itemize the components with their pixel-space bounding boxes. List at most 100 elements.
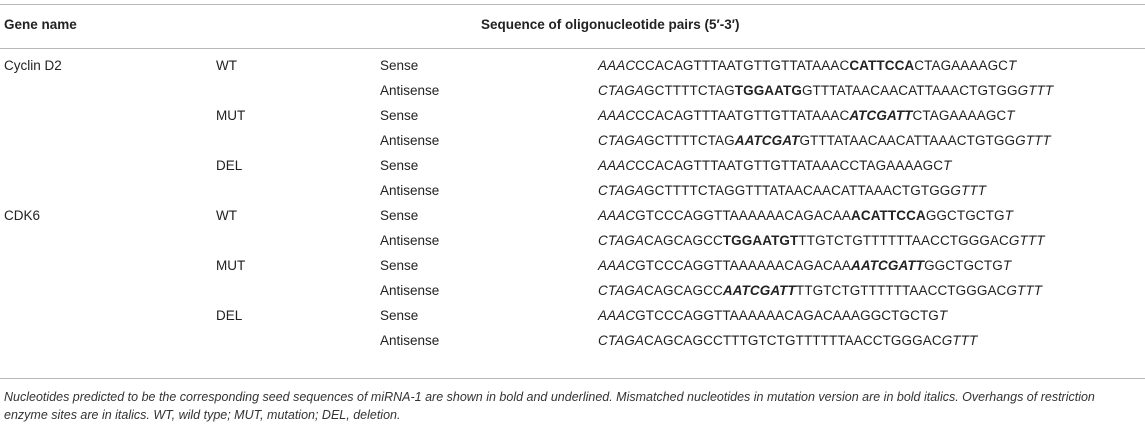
sequence-segment: GTTT (941, 333, 978, 348)
table-bottom-rule (0, 378, 1145, 379)
strand-cell: Sense (380, 208, 419, 223)
variant-cell: WT (216, 58, 237, 73)
variant-cell: DEL (216, 158, 243, 173)
gene-name-cell: CDK6 (4, 208, 41, 223)
strand-cell: Antisense (380, 233, 440, 248)
sequence-segment: GTTT (1015, 133, 1051, 148)
table-footnote: Nucleotides predicted to be the correspo… (4, 390, 1095, 422)
sequence-cell: AAACGTCCCAGGTTAAAAAACAGACAAAGGCTGCTGT (598, 308, 947, 323)
sequence-segment: GGCTGCTG (924, 258, 1003, 273)
sequence-segment: TTGTCTGTTTTTTAACCTGGGAC (798, 233, 1009, 248)
variant-cell: DEL (216, 308, 243, 323)
sequence-segment: AATCGATT (722, 283, 796, 298)
sequence-segment: GCTTTTCTAG (644, 83, 735, 98)
strand-cell: Antisense (380, 183, 440, 198)
sequence-cell: CTAGACAGCAGCCTGGAATGTTTGTCTGTTTTTTAACCTG… (598, 233, 1045, 248)
sequence-segment: T (1008, 58, 1017, 73)
sequence-segment: GTTTATAACAACATTAAACTGTGG (801, 83, 1018, 98)
table-row: Antisense CTAGAGCTTTTCTAGTGGAATGGTTTATAAC… (0, 80, 1145, 105)
sequence-segment: GTTTATAACAACATTAAACTGTGG (799, 133, 1016, 148)
sequence-segment: GTCCCAGGTTAAAAAACAGACAA (635, 208, 852, 223)
strand-cell: Sense (380, 258, 419, 273)
sequence-segment: AAAC (598, 208, 636, 223)
sequence-cell: AAACGTCCCAGGTTAAAAAACAGACAAACATTCCAGGCTG… (598, 208, 1013, 223)
strand-cell: Sense (380, 108, 419, 123)
table-row: Antisense CTAGAGCTTTTCTAGGTTTATAACAACATTA… (0, 180, 1145, 205)
sequence-segment: GCTTTTCTAG (644, 133, 735, 148)
table-header: Gene name Sequence of oligonucleotide pa… (0, 4, 1145, 48)
sequence-segment: T (943, 158, 952, 173)
sequence-cell: CTAGACAGCAGCCAATCGATTTTGTCTGTTTTTTAACCTG… (598, 283, 1042, 298)
sequence-cell: CTAGAGCTTTTCTAGTGGAATGGTTTATAACAACATTAAA… (598, 83, 1053, 98)
table-row: DEL Sense AAACCCACAGTTTAATGTTGTTATAAACCTAG… (0, 155, 1145, 180)
sequence-segment: GTTT (950, 183, 987, 198)
sequence-segment: CTAGA (598, 183, 645, 198)
sequence-segment: AAAC (598, 258, 636, 273)
sequence-segment: GCTTTTCTAGGTTTATAACAACATTAAACTGTGG (644, 183, 951, 198)
sequence-segment: CTAGAAAAGC (912, 108, 1007, 123)
variant-cell: MUT (216, 258, 246, 273)
sequence-segment: GTTT (1006, 283, 1043, 298)
sequence-segment: CTAGA (598, 133, 645, 148)
sequence-segment: T (938, 308, 948, 323)
sequence-segment: CTAGA (598, 233, 645, 248)
sequence-segment: AATCGAT (734, 133, 800, 148)
sequence-segment: GTTT (1017, 83, 1054, 98)
strand-cell: Sense (380, 58, 419, 73)
sequence-segment: AATCGATT (851, 258, 925, 273)
table-row: CDK6 WT Sense AAACGTCCCAGGTTAAAAAACAGACAAAC… (0, 205, 1145, 230)
sequence-segment: ATCGATT (849, 108, 913, 123)
sequence-cell: AAACCCACAGTTTAATGTTGTTATAAACATCGATTCTAGA… (598, 108, 1015, 123)
table-row: MUT Sense AAACGTCCCAGGTTAAAAAACAGACAAAATCG… (0, 255, 1145, 280)
strand-cell: Antisense (380, 83, 440, 98)
table-row: Antisense CTAGAGCTTTTCTAGAATCGATGTTTATAAC… (0, 130, 1145, 155)
sequence-segment: CTAGA (598, 83, 645, 98)
table-top-rule (0, 4, 1145, 5)
sequence-segment: CAGCAGCC (644, 233, 723, 248)
table-row: Antisense CTAGACAGCAGCCTGGAATGTTTGTCTGTTT… (0, 230, 1145, 255)
sequence-segment: CAGCAGCCTTTGTCTGTTTTTTAACCTGGGAC (644, 333, 942, 348)
table-row: Antisense CTAGACAGCAGCCTTTGTCTGTTTTTTAACC… (0, 330, 1145, 355)
gene-name-cell: Cyclin D2 (4, 58, 62, 73)
variant-cell: MUT (216, 108, 246, 123)
table-row: MUT Sense AAACCCACAGTTTAATGTTGTTATAAACATCG… (0, 105, 1145, 130)
sequence-segment: CAGCAGCC (644, 283, 723, 298)
sequence-segment: GTTT (1008, 233, 1045, 248)
sequence-segment: AAAC (598, 108, 636, 123)
table-header-rule (0, 48, 1145, 49)
sequence-segment: AAAC (598, 58, 636, 73)
sequence-segment: GGCTGCTG (925, 208, 1005, 223)
sequence-segment: T (1004, 208, 1013, 223)
sequence-segment: CTAGAAAAGC (914, 58, 1009, 73)
header-sequence: Sequence of oligonucleotide pairs (5′-3′… (481, 17, 740, 32)
sequence-segment: CCACAGTTTAATGTTGTTATAAACCTAGAAAAGC (635, 158, 944, 173)
sequence-segment: TTGTCTGTTTTTTAACCTGGGAC (795, 283, 1007, 298)
strand-cell: Antisense (380, 133, 440, 148)
sequence-segment: TGGAATG (734, 83, 802, 98)
sequence-segment: T (1006, 108, 1015, 123)
table-row: Cyclin D2 WT Sense AAACCCACAGTTTAATGTTGTTAT… (0, 55, 1145, 80)
strand-cell: Antisense (380, 333, 440, 348)
sequence-cell: AAACCCACAGTTTAATGTTGTTATAAACCATTCCACTAGA… (598, 58, 1016, 73)
sequence-segment: CTAGA (598, 283, 645, 298)
variant-cell: WT (216, 208, 237, 223)
strand-cell: Sense (380, 158, 419, 173)
sequence-segment: CCACAGTTTAATGTTGTTATAAAC (635, 58, 850, 73)
sequence-cell: AAACCCACAGTTTAATGTTGTTATAAACCTAGAAAAGCT (598, 158, 951, 173)
sequence-segment: CTAGA (598, 333, 645, 348)
sequence-segment: GTCCCAGGTTAAAAAACAGACAA (635, 258, 852, 273)
sequence-segment: GTCCCAGGTTAAAAAACAGACAAAGGCTGCTG (635, 308, 939, 323)
sequence-segment: AAAC (598, 158, 636, 173)
sequence-segment: AAAC (598, 308, 636, 323)
sequence-segment: T (1002, 258, 1012, 273)
sequence-segment: TGGAATGT (722, 233, 799, 248)
sequence-segment: CCACAGTTTAATGTTGTTATAAAC (635, 108, 850, 123)
sequence-segment: CATTCCA (849, 58, 915, 73)
strand-cell: Sense (380, 308, 419, 323)
sequence-segment: ACATTCCA (851, 208, 926, 223)
sequence-cell: CTAGAGCTTTTCTAGAATCGATGTTTATAACAACATTAAA… (598, 133, 1051, 148)
header-gene-name: Gene name (4, 17, 77, 32)
sequence-cell: CTAGAGCTTTTCTAGGTTTATAACAACATTAAACTGTGGG… (598, 183, 986, 198)
table-row: DEL Sense AAACGTCCCAGGTTAAAAAACAGACAAAGGCT… (0, 305, 1145, 330)
